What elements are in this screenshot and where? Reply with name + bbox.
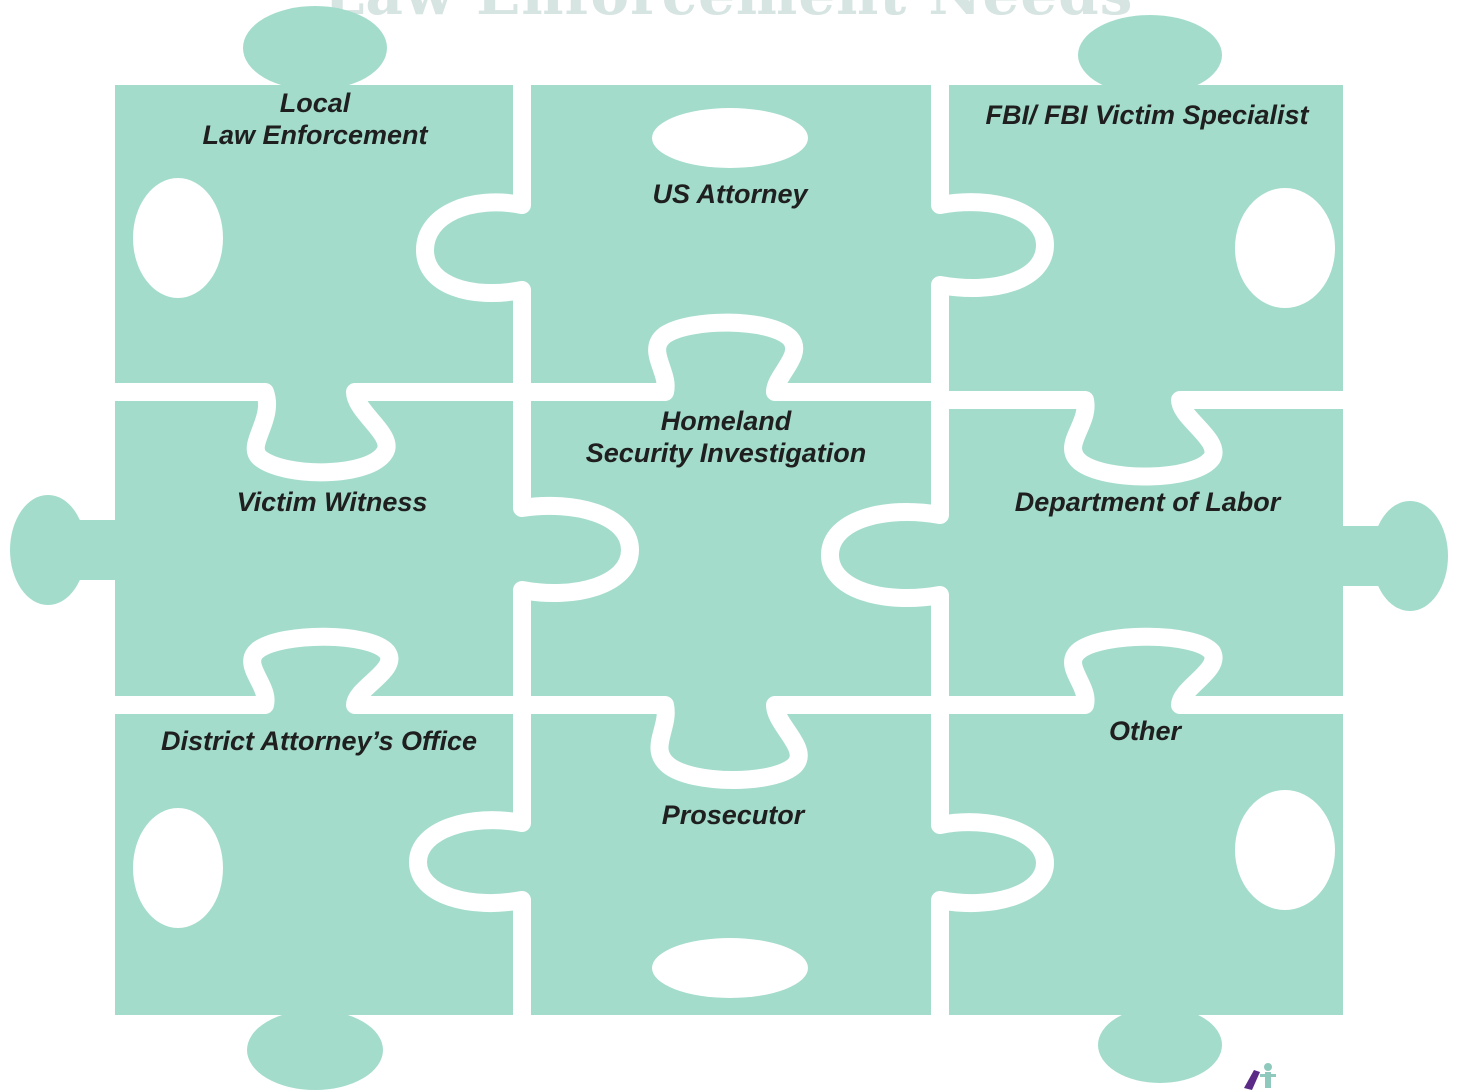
seam-horizontal-bottom-middle xyxy=(513,696,949,789)
blank-left-bottom xyxy=(133,808,223,928)
puzzle-tab-left-neck xyxy=(60,520,120,580)
seam-vertical-left-middle xyxy=(513,391,639,714)
seam-vertical-right-lower xyxy=(931,703,1054,1024)
piece-label-victim-witness: Victim Witness xyxy=(236,487,428,517)
organization-logo-icon xyxy=(1244,1063,1276,1090)
blank-bottom-middle xyxy=(652,938,808,998)
logo-figure-arms xyxy=(1260,1074,1276,1077)
logo-purple-mark xyxy=(1244,1070,1260,1090)
puzzle-tab-top-right xyxy=(1078,15,1222,95)
piece-label-other: Other xyxy=(1108,716,1181,746)
puzzle-tab-right-neck xyxy=(1338,526,1398,586)
seam-horizontal-top-middle xyxy=(513,313,949,401)
seam-horizontal-top-left xyxy=(106,383,531,482)
puzzle-tab-bottom-left xyxy=(247,1010,383,1090)
blank-left-top xyxy=(133,178,223,298)
piece-label-us-attorney: US Attorney xyxy=(652,179,808,209)
seam-vertical-left-upper xyxy=(416,76,531,401)
blank-right-bottom xyxy=(1235,790,1335,910)
piece-label-department-of-labor: Department of Labor xyxy=(1014,487,1281,517)
piece-label-prosecutor: Prosecutor xyxy=(661,800,805,830)
seam-vertical-right-middle xyxy=(821,391,949,714)
seam-horizontal-bottom-right xyxy=(931,627,1352,714)
seam-horizontal-top-right xyxy=(931,391,1352,486)
puzzle-tab-top-left xyxy=(243,6,387,90)
piece-label-fbi-victim-specialist: FBI/ FBI Victim Specialist xyxy=(985,100,1309,130)
puzzle-body xyxy=(115,85,1343,1015)
piece-label-district-attorneys-office: District Attorney’s Office xyxy=(160,726,478,756)
seam-vertical-right-upper xyxy=(931,76,1054,401)
logo-figure-head xyxy=(1264,1063,1272,1071)
seam-vertical-left-lower xyxy=(409,703,531,1024)
blank-right-top xyxy=(1235,188,1335,308)
puzzle-tab-top-left-neck xyxy=(285,60,345,100)
puzzle-tab-bottom-left-neck xyxy=(285,1000,345,1040)
seam-horizontal-bottom-left xyxy=(106,627,531,714)
puzzle-tab-bottom-right-neck xyxy=(1130,1000,1190,1040)
blank-top-middle xyxy=(652,108,808,168)
puzzle-seams xyxy=(106,76,1352,1024)
puzzle-tab-top-right-neck xyxy=(1120,65,1180,105)
puzzle-cutouts xyxy=(133,108,1335,998)
puzzle-pieces xyxy=(10,6,1448,1090)
logo-figure-body xyxy=(1265,1072,1271,1088)
puzzle-tab-bottom-right xyxy=(1098,1007,1222,1083)
